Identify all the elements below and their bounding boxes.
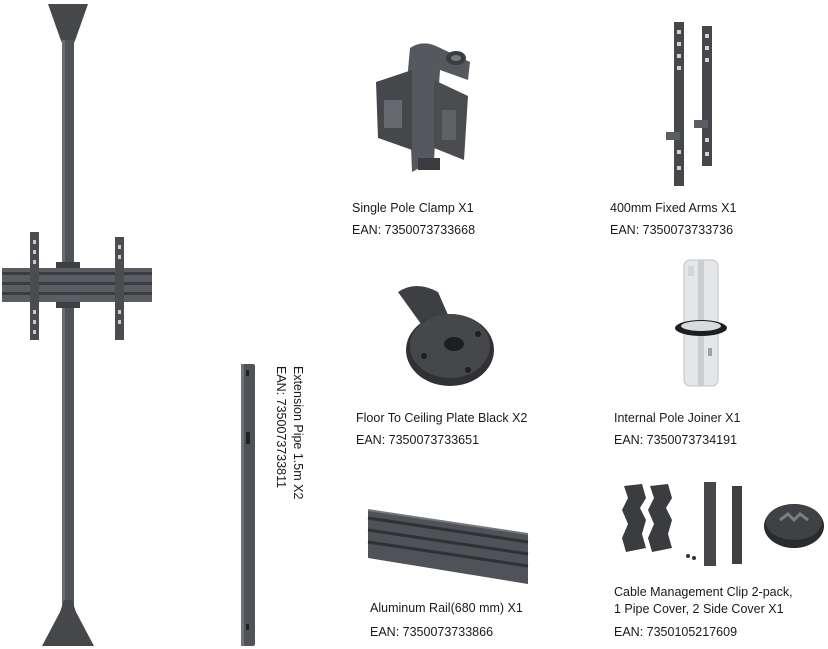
fixed-arms-ean: EAN: 7350073733736 xyxy=(610,223,734,237)
aluminum-rail-image xyxy=(367,509,529,584)
extension-pipe-label: Extension Pipe 1.5m X2 EAN: 735007373381… xyxy=(274,366,305,500)
fixed-arms-image xyxy=(666,22,712,186)
internal-pole-joiner-caption: Internal Pole Joiner X1 xyxy=(614,411,741,425)
floor-ceiling-plate-ean: EAN: 7350073733651 xyxy=(356,433,480,447)
internal-pole-joiner-image xyxy=(675,259,727,387)
aluminum-rail-ean: EAN: 7350073733866 xyxy=(370,625,494,639)
aluminum-rail-caption: Aluminum Rail(680 mm) X1 xyxy=(370,601,523,615)
single-pole-clamp-image xyxy=(376,43,470,172)
internal-pole-joiner-ean: EAN: 7350073734191 xyxy=(614,433,738,447)
cable-management-image xyxy=(622,482,824,566)
cable-management-caption: Cable Management Clip 2-pack, 1 Pipe Cov… xyxy=(614,585,793,616)
floor-to-ceiling-stand-image xyxy=(2,4,152,646)
fixed-arms-caption: 400mm Fixed Arms X1 xyxy=(610,201,737,215)
extension-pipe-image xyxy=(241,364,255,646)
cable-management-ean: EAN: 7350105217609 xyxy=(614,625,738,639)
floor-ceiling-plate-caption: Floor To Ceiling Plate Black X2 xyxy=(356,411,528,425)
floor-ceiling-plate-image xyxy=(398,286,494,386)
single-pole-clamp-ean: EAN: 7350073733668 xyxy=(352,223,476,237)
single-pole-clamp-caption: Single Pole Clamp X1 xyxy=(352,201,474,215)
